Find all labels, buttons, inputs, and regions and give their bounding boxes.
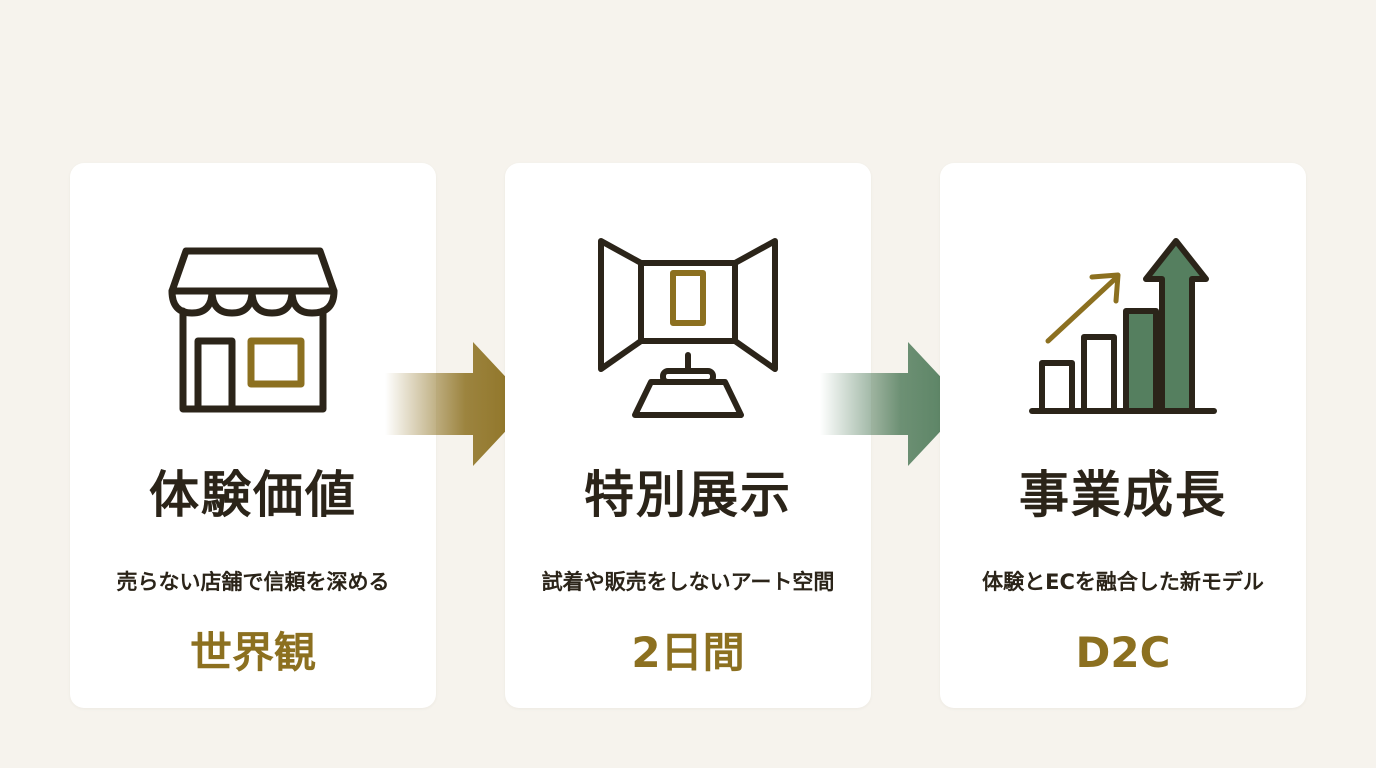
right-arrow-icon (385, 342, 531, 466)
card-experience-value: 体験価値 売らない店舗で信頼を深める 世界観 (70, 163, 436, 708)
card-business-growth: 事業成長 体験とECを融合した新モデル D2C (940, 163, 1306, 708)
card-keyword: 2日間 (631, 628, 745, 677)
card-description: 試着や販売をしないアート空間 (541, 570, 835, 594)
icon-container (505, 233, 871, 423)
icon-container (70, 233, 436, 423)
card-keyword: D2C (1075, 628, 1171, 677)
card-description: 売らない店舗で信頼を深める (116, 570, 390, 594)
right-arrow-icon (820, 342, 966, 466)
icon-container (940, 233, 1306, 423)
growth-chart-icon (1029, 238, 1217, 414)
card-title: 体験価値 (149, 465, 357, 524)
card-keyword: 世界観 (189, 628, 316, 677)
card-title: 事業成長 (1019, 465, 1227, 524)
exhibition-display-icon (598, 238, 778, 418)
card-description: 体験とECを融合した新モデル (982, 570, 1264, 594)
card-title: 特別展示 (584, 465, 792, 524)
card-special-exhibition: 特別展示 試着や販売をしないアート空間 2日間 (505, 163, 871, 708)
storefront-icon (168, 247, 338, 413)
